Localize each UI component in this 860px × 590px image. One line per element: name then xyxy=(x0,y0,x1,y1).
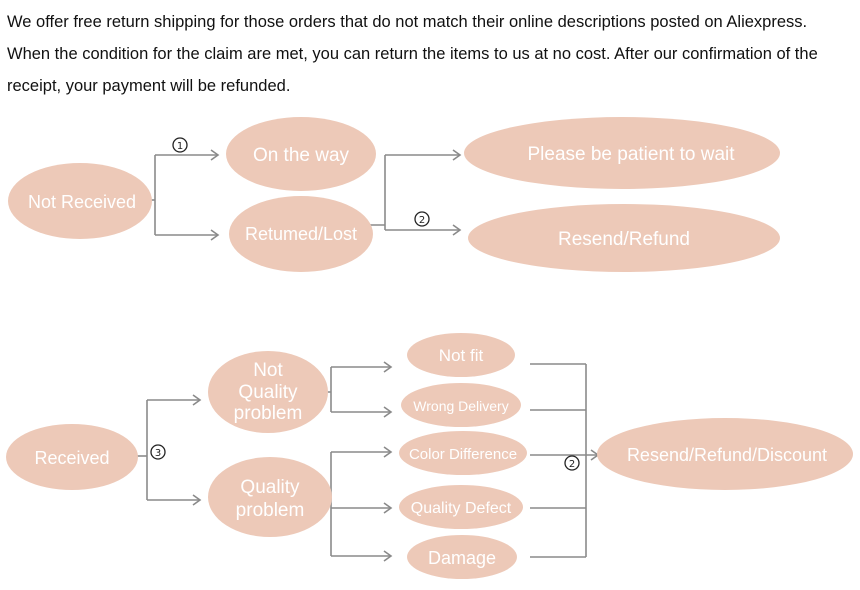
not-received-flow: 1 2 Not Received On the way Retumed/Lost… xyxy=(8,117,780,272)
node-color-difference: Color Difference xyxy=(399,431,527,475)
lower-connectors xyxy=(137,361,600,562)
svg-text:Damage: Damage xyxy=(428,548,496,568)
svg-text:Quality Defect: Quality Defect xyxy=(411,500,512,517)
svg-text:3: 3 xyxy=(155,448,161,459)
svg-text:Not Received: Not Received xyxy=(28,192,136,212)
svg-text:Retumed/Lost: Retumed/Lost xyxy=(245,224,357,244)
svg-text:Resend/Refund: Resend/Refund xyxy=(558,229,690,250)
node-quality-problem: Quality xyxy=(208,457,332,537)
node-resend-refund-discount: Resend/Refund/Discount xyxy=(597,418,853,490)
svg-text:Color Difference: Color Difference xyxy=(409,446,517,463)
not-quality-line-2: Quality xyxy=(238,382,298,403)
node-not-quality-problem: Not xyxy=(208,351,328,433)
node-on-the-way: On the way xyxy=(226,117,376,191)
node-returned-lost: Retumed/Lost xyxy=(229,196,373,272)
svg-text:Wrong Delivery: Wrong Delivery xyxy=(413,398,508,414)
svg-text:Not: Not xyxy=(253,360,283,381)
svg-text:2: 2 xyxy=(569,459,575,470)
intro-paragraph: We offer free return shipping for those … xyxy=(7,13,818,95)
not-quality-line-3: problem xyxy=(234,403,303,424)
svg-text:2: 2 xyxy=(419,215,425,226)
node-resend-refund: Resend/Refund xyxy=(468,204,780,272)
svg-text:On the way: On the way xyxy=(253,145,350,166)
received-flow: 3 2 Received Not Quality problem Quality… xyxy=(6,333,853,579)
svg-text:Not fit: Not fit xyxy=(439,346,484,365)
node-damage: Damage xyxy=(407,535,517,579)
step-marker-two-lower: 2 xyxy=(564,455,580,471)
step-marker-two-upper: 2 xyxy=(414,211,430,227)
svg-text:Received: Received xyxy=(34,448,109,468)
node-wrong-delivery: Wrong Delivery xyxy=(401,383,521,427)
svg-text:1: 1 xyxy=(177,141,183,152)
node-quality-defect: Quality Defect xyxy=(399,485,523,529)
node-not-fit: Not fit xyxy=(407,333,515,377)
node-please-be-patient: Please be patient to wait xyxy=(464,117,780,189)
svg-text:Resend/Refund/Discount: Resend/Refund/Discount xyxy=(627,445,827,465)
node-not-received: Not Received xyxy=(8,163,152,239)
svg-text:Quality: Quality xyxy=(240,477,300,498)
quality-problem-line-2: problem xyxy=(236,500,305,521)
step-marker-three: 3 xyxy=(150,444,166,460)
step-marker-one: 1 xyxy=(172,137,188,153)
svg-text:Please be patient to wait: Please be patient to wait xyxy=(527,144,735,165)
node-received: Received xyxy=(6,424,138,490)
